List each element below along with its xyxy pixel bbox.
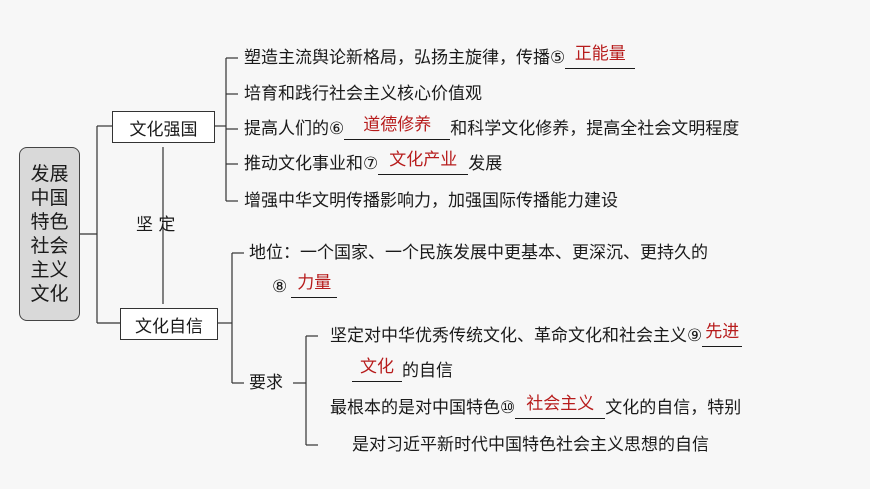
answer-blank: 正能量 (565, 44, 636, 69)
answer-blank: 文化产业 (378, 150, 469, 175)
answer-blank: 道德修养 (344, 115, 451, 140)
branch-label: 文化自信 (135, 316, 203, 337)
item-5: 增强中华文明传播影响力，加强国际传播能力建设 (244, 191, 618, 211)
branch-culture-power: 文化强国 (112, 111, 215, 143)
status-line: 地位：一个国家、一个民族发展中更基本、更深沉、更持久的 (249, 243, 708, 263)
requirements-label: 要求 (249, 373, 283, 393)
connector-label: 坚 定 (136, 215, 176, 235)
req-1-cont: 文化的自信 (352, 357, 453, 382)
req-2-cont: 是对习近平新时代中国特色社会主义思想的自信 (352, 435, 709, 455)
answer-blank: 社会主义 (515, 394, 606, 419)
root-line: 主义 (30, 259, 69, 281)
branch-label: 文化强国 (129, 119, 198, 140)
root-line: 特色 (30, 211, 69, 233)
item-2: 培育和践行社会主义核心价值观 (244, 84, 482, 104)
answer-blank: 文化 (352, 357, 402, 382)
branch-culture-confidence: 文化自信 (120, 308, 218, 340)
root-line: 文化 (30, 283, 69, 305)
root-line: 社会 (30, 235, 69, 257)
answer-blank: 力量 (291, 273, 338, 298)
root-line: 中国 (30, 187, 69, 209)
root-line: 发展 (30, 163, 69, 185)
answer-blank: 先进 (702, 322, 743, 347)
root-node: 发展 中国 特色 社会 主义 文化 (19, 147, 80, 321)
